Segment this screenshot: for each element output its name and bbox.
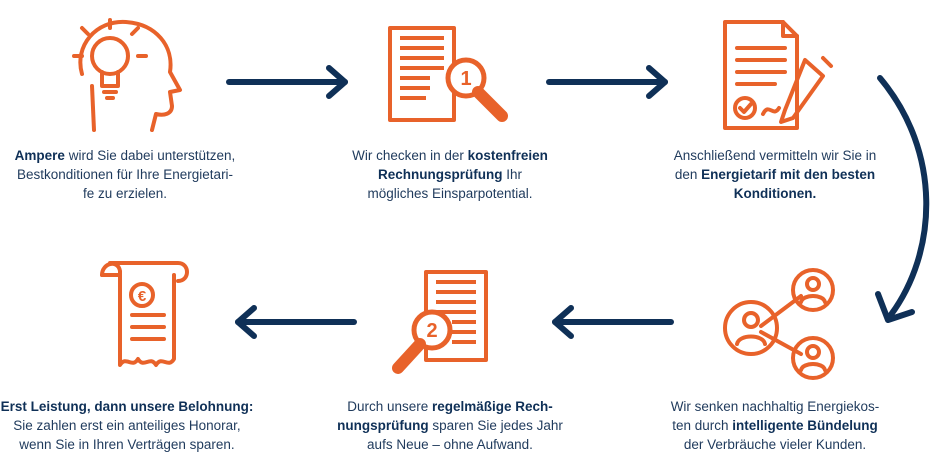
step-4-caption: Wir senken nachhaltig Energiekos- ten du… [670, 399, 880, 452]
bundling-network-icon [715, 262, 855, 392]
badge-number-1: 1 [460, 68, 471, 90]
step-2-caption: Wir checken in der kostenfreien Rechnung… [352, 148, 548, 201]
recurring-invoice-check-icon: 2 [386, 268, 526, 388]
arrow-right-2 [545, 64, 675, 105]
arrow-curved-down [872, 72, 940, 337]
step-1-caption: Ampere wird Sie dabei unterstützen, Best… [14, 148, 236, 201]
arrow-left-2 [228, 304, 358, 345]
contract-pen-icon [715, 18, 855, 138]
step-3-caption: Anschließend vermitteln wir Sie in den E… [673, 148, 877, 201]
invoice-check-icon: 1 [380, 24, 520, 134]
head-lightbulb-icon [52, 6, 192, 136]
arrow-right-1 [225, 64, 355, 105]
badge-number-2: 2 [426, 320, 437, 342]
step-6-caption: Erst Leistung, dann unsere Belohnung: Si… [0, 399, 254, 452]
euro-symbol: € [138, 288, 147, 305]
receipt-scroll-icon: € [80, 255, 220, 385]
step-5-caption: Durch unsere regelmäßige Rech- nungsprüf… [337, 399, 563, 452]
arrow-left-1 [545, 304, 675, 345]
